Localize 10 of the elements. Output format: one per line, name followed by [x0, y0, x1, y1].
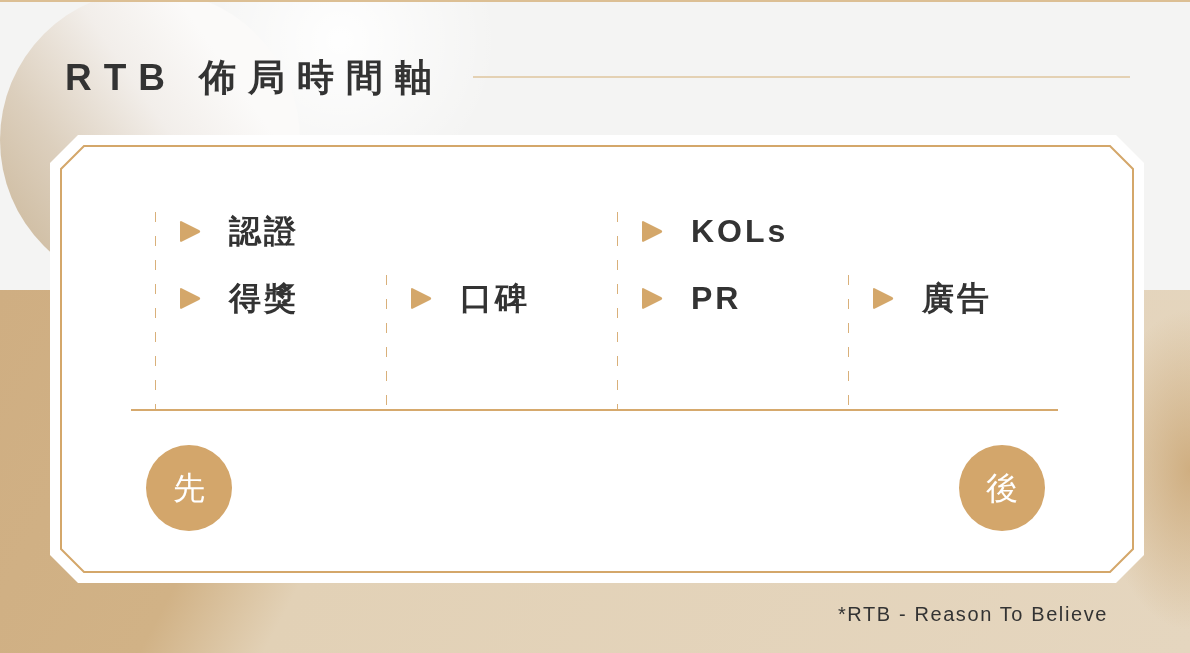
timeline-item-label: 廣告 [922, 279, 992, 318]
timeline-item-label: 認證 [229, 212, 299, 251]
sequence-circle: 後 [959, 445, 1045, 531]
timeline-item-label: 得獎 [229, 279, 299, 318]
sequence-circle: 先 [146, 445, 232, 531]
timeline-item-label: KOLs [691, 212, 789, 251]
footnote: *RTB - Reason To Believe [838, 602, 1108, 627]
timeline-item-label: PR [691, 279, 742, 318]
timeline-item-label: 口碑 [460, 279, 530, 318]
title: RTB 佈局時間軸 [65, 56, 445, 100]
